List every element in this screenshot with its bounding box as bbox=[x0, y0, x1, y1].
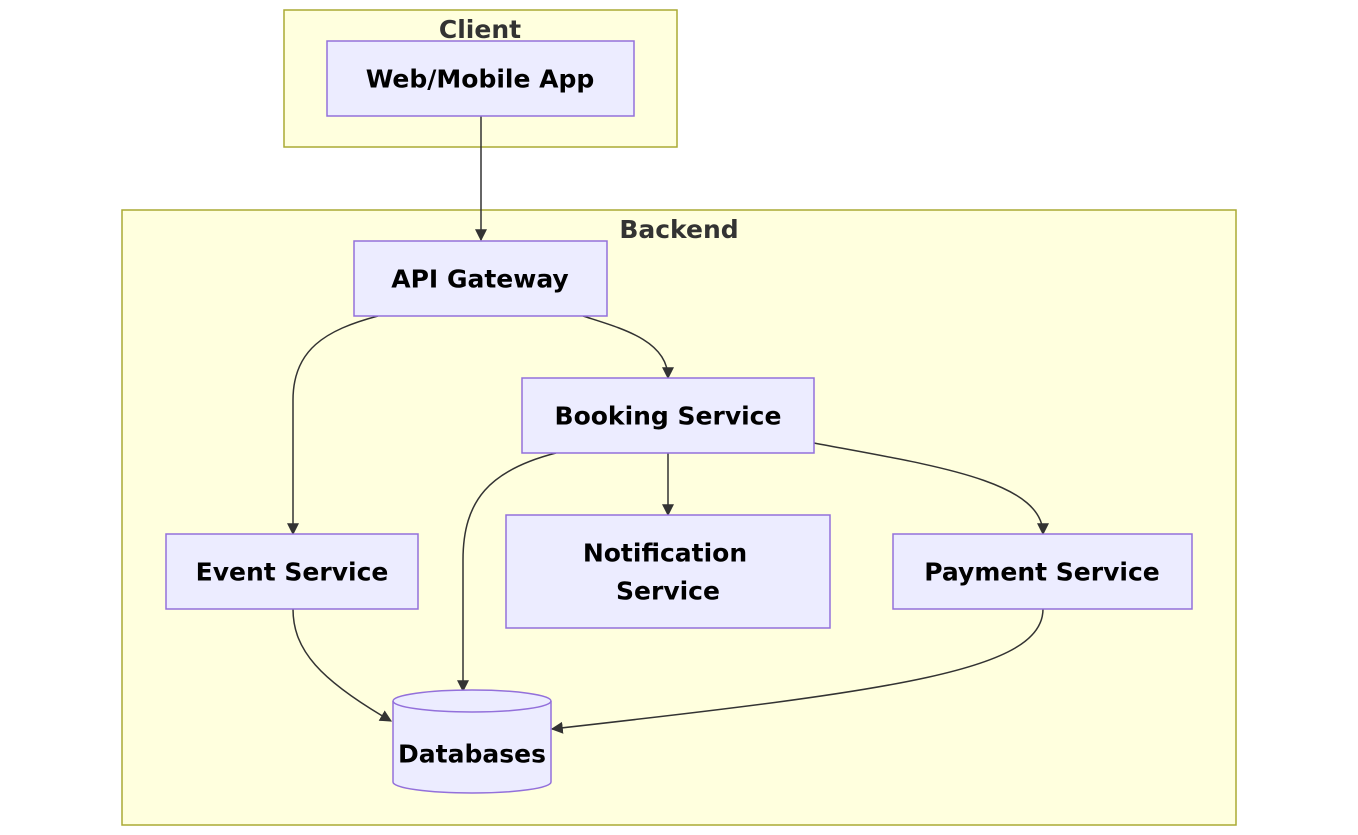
node-web-mobile-app[interactable]: Web/Mobile App bbox=[326, 40, 635, 117]
node-notification-service[interactable]: Notification Service bbox=[505, 514, 831, 629]
edge-payment-service-to-databases bbox=[550, 608, 1044, 734]
node-databases-label: Databases bbox=[398, 740, 546, 769]
node-notification-service-label-line1: Notification bbox=[583, 539, 747, 568]
node-payment-service[interactable]: Payment Service bbox=[892, 533, 1193, 610]
node-web-mobile-app-label: Web/Mobile App bbox=[366, 65, 595, 94]
node-event-service-label: Event Service bbox=[196, 558, 389, 587]
database-cylinder-top bbox=[392, 700, 552, 713]
node-api-gateway[interactable]: API Gateway bbox=[353, 240, 608, 317]
node-payment-service-label: Payment Service bbox=[924, 558, 1159, 587]
node-databases[interactable]: Databases bbox=[392, 689, 552, 794]
edges bbox=[287, 116, 1049, 734]
node-booking-service[interactable]: Booking Service bbox=[521, 377, 815, 454]
node-event-service[interactable]: Event Service bbox=[165, 533, 419, 610]
database-cylinder-icon bbox=[392, 689, 552, 794]
cluster-backend-label: Backend bbox=[619, 215, 738, 244]
edge-gateway-to-event-service bbox=[287, 315, 379, 536]
edge-booking-to-payment-service bbox=[813, 442, 1049, 536]
edge-booking-to-databases bbox=[457, 452, 557, 693]
cluster-client-label: Client bbox=[439, 15, 521, 44]
node-notification-service-label-line2: Service bbox=[616, 577, 720, 606]
node-booking-service-label: Booking Service bbox=[555, 402, 782, 431]
node-api-gateway-label: API Gateway bbox=[391, 265, 568, 294]
edge-gateway-to-booking-service bbox=[582, 315, 674, 380]
edge-event-service-to-databases bbox=[292, 608, 393, 722]
